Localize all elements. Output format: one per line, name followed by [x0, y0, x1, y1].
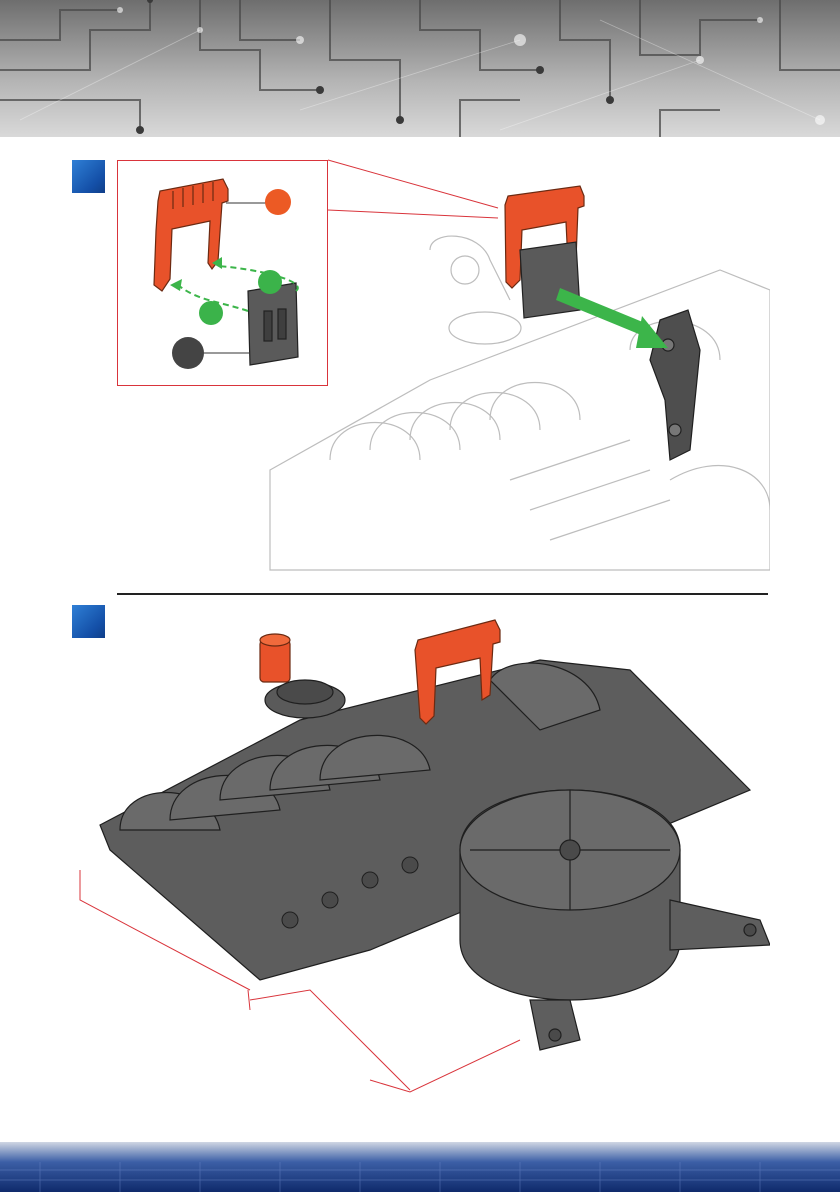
assembly-arrow: [556, 288, 668, 348]
step-1-badge: [72, 160, 105, 193]
footer-band-graphic: [0, 1142, 840, 1192]
orange-bracket-part: [154, 179, 228, 291]
step-divider: [117, 593, 768, 595]
gray-part-badge: [172, 337, 204, 369]
circuit-header-graphic: [0, 0, 840, 137]
green-callout-bottom: [199, 301, 223, 325]
step-2-assembly-illustration: [70, 600, 770, 1100]
step-1-assembly-illustration: [250, 150, 770, 580]
